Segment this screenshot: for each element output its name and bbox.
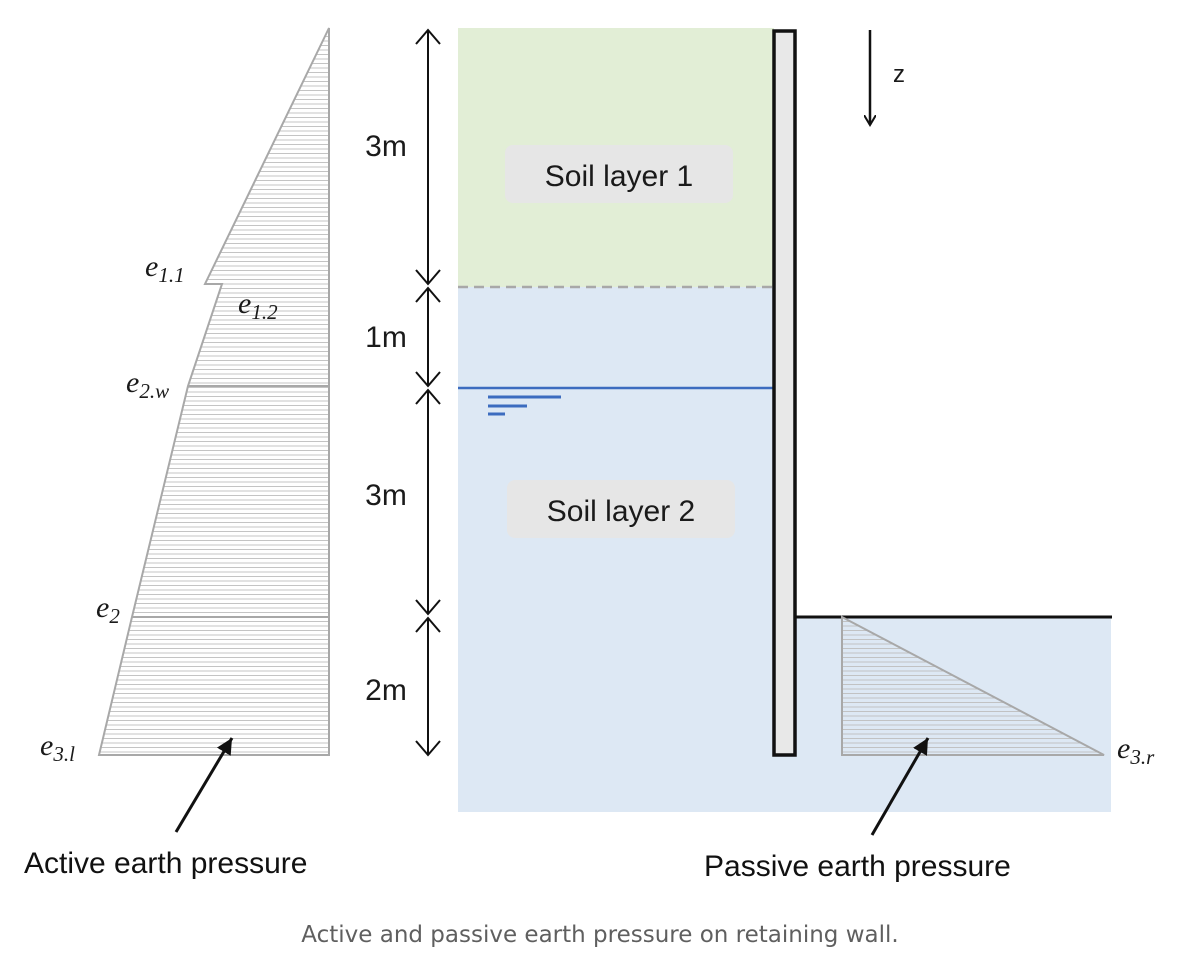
dimension-label-layer1: 3m xyxy=(365,130,407,163)
dimension-label-above-water: 1m xyxy=(365,321,407,354)
label-e2w: e2.w xyxy=(126,366,169,403)
soil-layer-2-region xyxy=(458,287,774,812)
active-pressure-label: Active earth pressure xyxy=(24,847,307,880)
soil-layer-2-label: Soil layer 2 xyxy=(547,495,695,528)
label-e12: e1.2 xyxy=(238,287,278,324)
label-e11: e1.1 xyxy=(145,250,185,287)
soil-layer-1-label: Soil layer 1 xyxy=(545,160,693,193)
dimension-label-embedment: 2m xyxy=(365,674,407,707)
dimension-arrow-icon xyxy=(415,28,441,757)
label-e3r: e3.r xyxy=(1117,732,1155,769)
passive-pressure-diagram xyxy=(841,615,1105,756)
active-pressure-diagram xyxy=(97,27,330,756)
label-e3l: e3.l xyxy=(40,729,75,766)
passive-pressure-label: Passive earth pressure xyxy=(704,850,1011,883)
soil-layer-1-label-box: Soil layer 1 xyxy=(505,145,733,203)
water-table-icon xyxy=(488,395,561,416)
label-e2: e2 xyxy=(96,591,120,628)
dimension-label-below-water: 3m xyxy=(365,479,407,512)
soil-layer-2-label-box: Soil layer 2 xyxy=(507,480,735,538)
active-annotation-arrow-icon xyxy=(174,737,234,833)
figure-caption: Active and passive earth pressure on ret… xyxy=(301,922,899,948)
z-axis-label: z xyxy=(893,61,905,88)
passive-annotation-arrow-icon xyxy=(870,737,930,836)
retaining-wall xyxy=(772,29,797,757)
